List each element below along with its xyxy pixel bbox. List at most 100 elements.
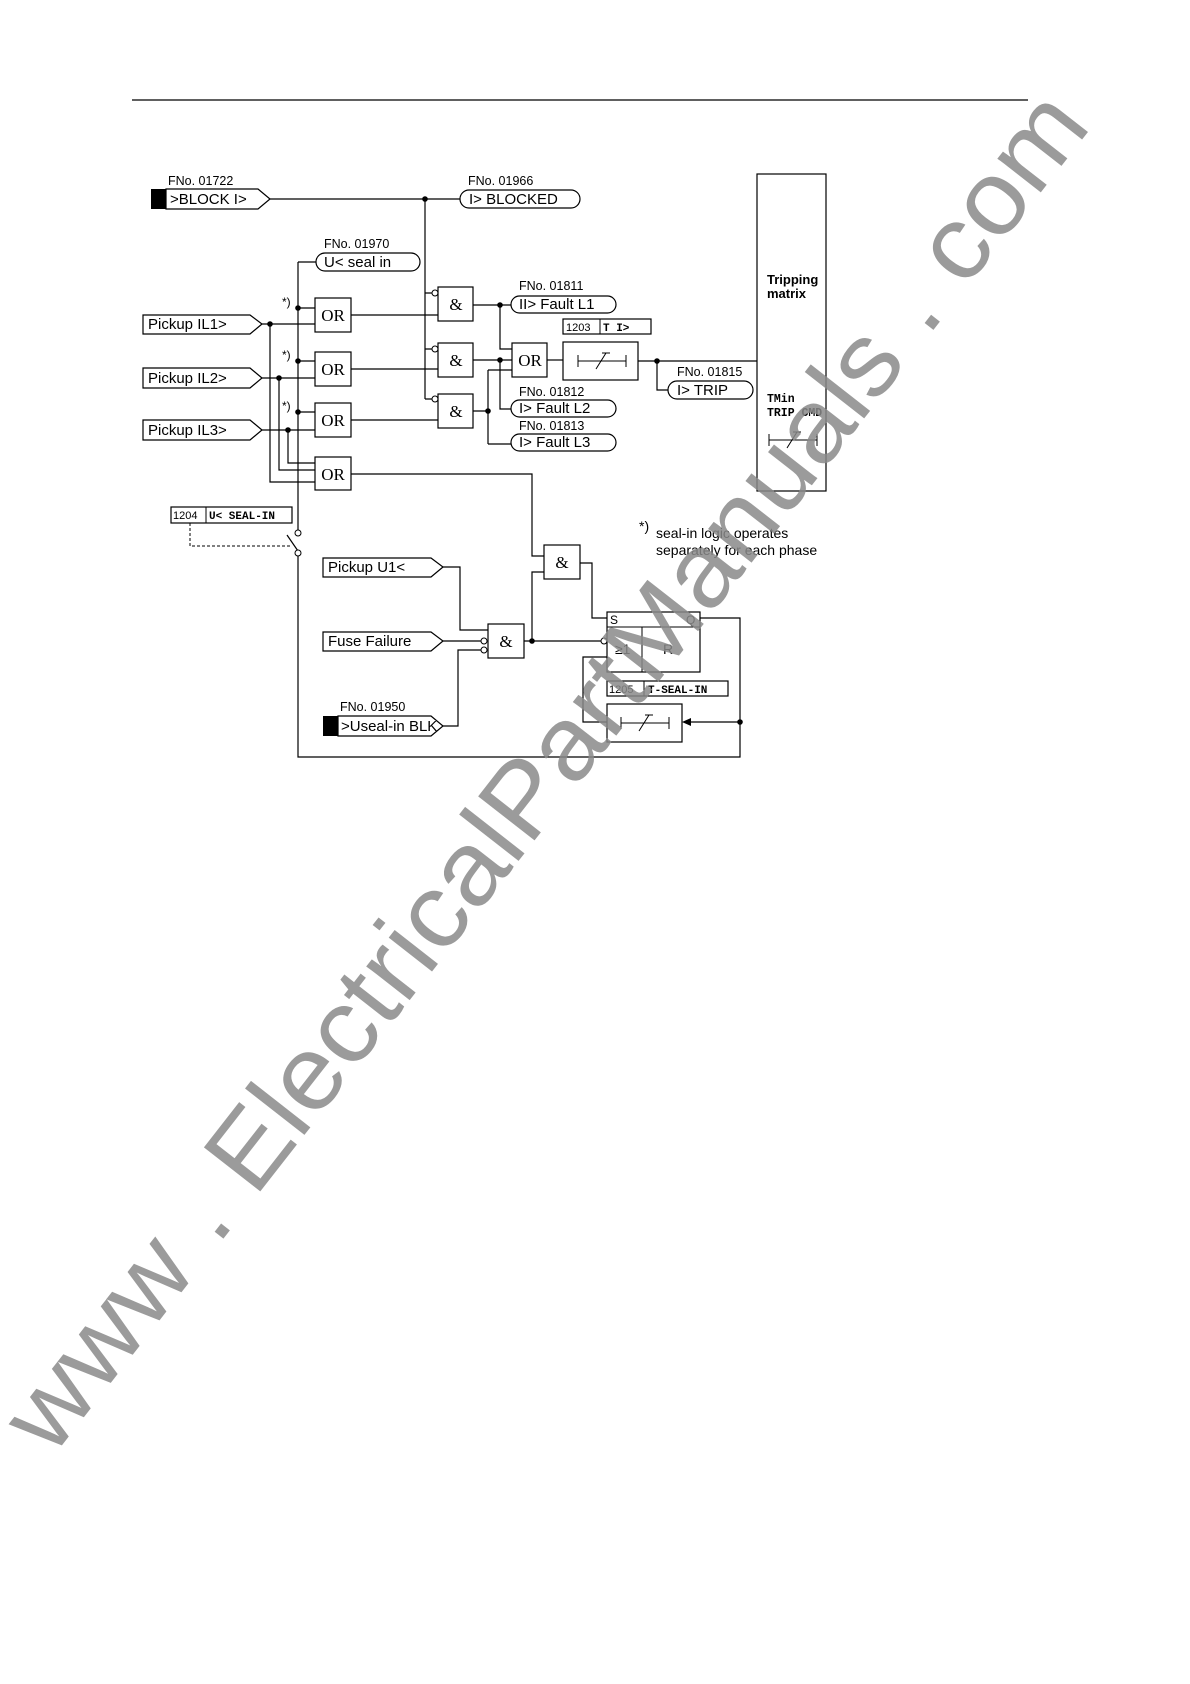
- input-arrow: [142, 314, 263, 335]
- junctions: [267, 196, 743, 725]
- negation-circle: [431, 289, 439, 297]
- param-t-seal-in: 1205 T-SEAL-IN: [606, 680, 729, 697]
- input-pickup-il2: Pickup IL2>: [142, 367, 263, 389]
- timer-icon: [768, 431, 818, 449]
- param-address: 1205: [609, 684, 633, 696]
- tmin-label: TMin: [767, 393, 795, 406]
- output-label: II> Fault L1: [519, 296, 594, 313]
- gate-box: [437, 393, 474, 429]
- arrowhead: [682, 718, 691, 726]
- and-gate-l2: &: [437, 342, 474, 378]
- gate-box: [314, 351, 352, 387]
- wire-or-outputs: [351, 314, 438, 421]
- switch-actuator: [189, 523, 291, 547]
- and-gate-undervoltage: &: [487, 623, 525, 659]
- output-indication: [510, 399, 617, 418]
- wire-block-bus: [424, 199, 432, 400]
- param-u-seal-in: 1204 U< SEAL-IN: [170, 506, 293, 524]
- wire-or4-output: [351, 473, 544, 557]
- reset-label: R: [663, 641, 673, 657]
- timer-t-i: [562, 341, 639, 381]
- fno-label: FNo. 01812: [519, 385, 584, 399]
- output-indication: [510, 295, 617, 314]
- negation-circle: [431, 345, 439, 353]
- input-pickup-u1: Pickup U1<: [322, 557, 444, 578]
- gate-label: &: [449, 351, 462, 370]
- gate-box: [314, 402, 352, 438]
- junction-dot: [422, 196, 428, 202]
- wire-and1-output: [473, 304, 512, 350]
- wire-seal-in-bus: [297, 261, 316, 530]
- junction-dot: [497, 357, 503, 363]
- param-name: T-SEAL-IN: [648, 685, 707, 697]
- binary-input-marker: [151, 189, 166, 209]
- gate-label: &: [555, 553, 568, 572]
- footnote-marker: *): [282, 295, 291, 309]
- input-label: >BLOCK I>: [170, 191, 247, 208]
- junction-dot: [497, 302, 503, 308]
- binary-input-marker: [323, 716, 338, 736]
- param-name: T I>: [603, 323, 630, 335]
- param-address: 1203: [566, 322, 590, 334]
- switch-blade: [286, 534, 299, 552]
- footnote-marker: *): [282, 348, 291, 362]
- gate-label: &: [499, 632, 512, 651]
- and-gate-seal-in-set: &: [543, 544, 581, 580]
- input-label: Fuse Failure: [328, 633, 411, 650]
- output-indication: [510, 433, 617, 452]
- fno-label: FNo. 01966: [468, 174, 533, 188]
- gate-box: [314, 456, 352, 491]
- junction-dot: [285, 427, 291, 433]
- output-fault-l2: FNo. 01812 I> Fault L2: [510, 385, 617, 418]
- gate-label: OR: [321, 360, 345, 379]
- input-arrow: [337, 715, 444, 737]
- output-fault-l1: FNo. 01811 II> Fault L1: [510, 279, 617, 314]
- negation-circle: [431, 395, 439, 403]
- or-gate-any-pickup: OR: [314, 456, 352, 491]
- flip-flop-box: [606, 611, 701, 673]
- matrix-title: matrix: [767, 286, 807, 301]
- timer-icon: [620, 714, 670, 732]
- or-gate-l2: OR: [314, 351, 352, 387]
- input-label: Pickup U1<: [328, 559, 405, 576]
- fno-label: FNo. 01815: [677, 365, 742, 379]
- junction-dot: [654, 358, 660, 364]
- wire-q-feedback: [297, 556, 741, 758]
- gate-box: [543, 544, 581, 580]
- input-arrow: [165, 188, 271, 210]
- junction-dot: [529, 638, 535, 644]
- matrix-title: Tripping: [767, 272, 818, 287]
- junction-dot: [295, 305, 301, 311]
- output-label: I> Fault L2: [519, 400, 590, 417]
- input-arrow: [142, 419, 263, 441]
- output-indication: [459, 189, 581, 209]
- wire-and2-output: [473, 359, 512, 410]
- switch-contact-top: [294, 529, 302, 537]
- junction-dot: [267, 321, 273, 327]
- and-gate-l1: &: [437, 286, 474, 322]
- fno-label: FNo. 01722: [168, 174, 233, 188]
- output-indication: [667, 380, 754, 400]
- input-block-i: FNo. 01722 >BLOCK I>: [151, 174, 271, 210]
- q-label: Q: [686, 613, 695, 627]
- fno-label: FNo. 01950: [340, 700, 405, 714]
- gate-label: OR: [321, 411, 345, 430]
- footnote-marker: *): [639, 518, 649, 534]
- input-pickup-il3: Pickup IL3>: [142, 419, 263, 441]
- input-fuse-failure: Fuse Failure: [322, 631, 444, 652]
- ge1-label: ≥1: [615, 641, 631, 657]
- junction-dot: [295, 409, 301, 415]
- input-label: >Useal-in BLK: [341, 718, 437, 735]
- output-fault-l3: FNo. 01813 I> Fault L3: [510, 419, 617, 452]
- set-label: S: [610, 613, 618, 627]
- param-box: [606, 680, 729, 697]
- wire-il2: [262, 377, 315, 471]
- negation-circle: [480, 637, 488, 645]
- wire-and-mid-output: [580, 562, 607, 619]
- and-gate-l3: &: [437, 393, 474, 429]
- output-label: U< seal in: [324, 254, 391, 271]
- param-box: [562, 318, 652, 335]
- gate-box: [511, 342, 548, 378]
- input-label: Pickup IL1>: [148, 316, 227, 333]
